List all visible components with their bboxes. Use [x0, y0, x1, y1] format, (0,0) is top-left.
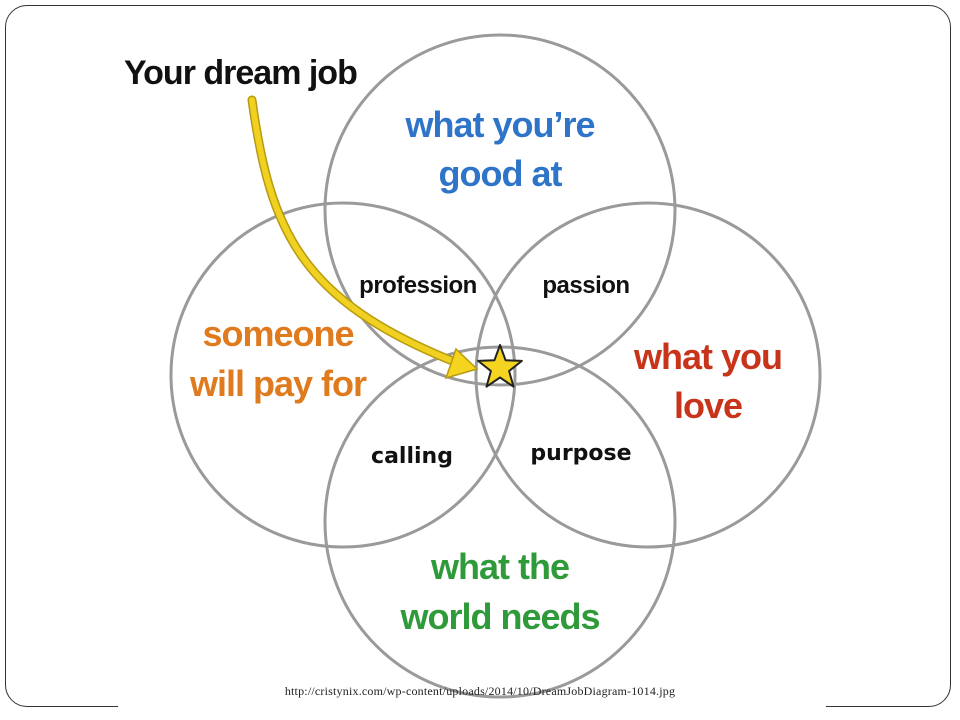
- label-pay-for-line2: will pay for: [189, 363, 367, 404]
- label-love-line2: love: [674, 385, 742, 426]
- label-good-at-line2: good at: [439, 153, 563, 194]
- label-love-line1: what you: [633, 336, 782, 377]
- dream-job-arrow-fill: [249, 97, 458, 365]
- label-world-needs-line1: what the: [430, 546, 569, 587]
- source-url: http://cristynix.com/wp-content/uploads/…: [284, 684, 676, 698]
- circle-world-needs: [323, 345, 677, 699]
- circle-good-at: [323, 33, 677, 387]
- label-profession: profession: [359, 272, 477, 299]
- label-pay-for-line1: someone: [202, 313, 353, 354]
- label-good-at-line1: what you’re: [404, 104, 594, 145]
- arrow-head-icon: [444, 347, 479, 380]
- callout-dream-job: Your dream job: [124, 54, 357, 92]
- label-passion: passion: [542, 272, 629, 299]
- footer-gap: [118, 702, 826, 710]
- label-purpose: purpose: [530, 441, 631, 466]
- circle-love: [474, 201, 822, 549]
- star-icon: [477, 344, 523, 388]
- circle-pay-for: [169, 201, 517, 549]
- label-calling: calling: [371, 444, 453, 469]
- label-world-needs-line2: world needs: [399, 596, 599, 637]
